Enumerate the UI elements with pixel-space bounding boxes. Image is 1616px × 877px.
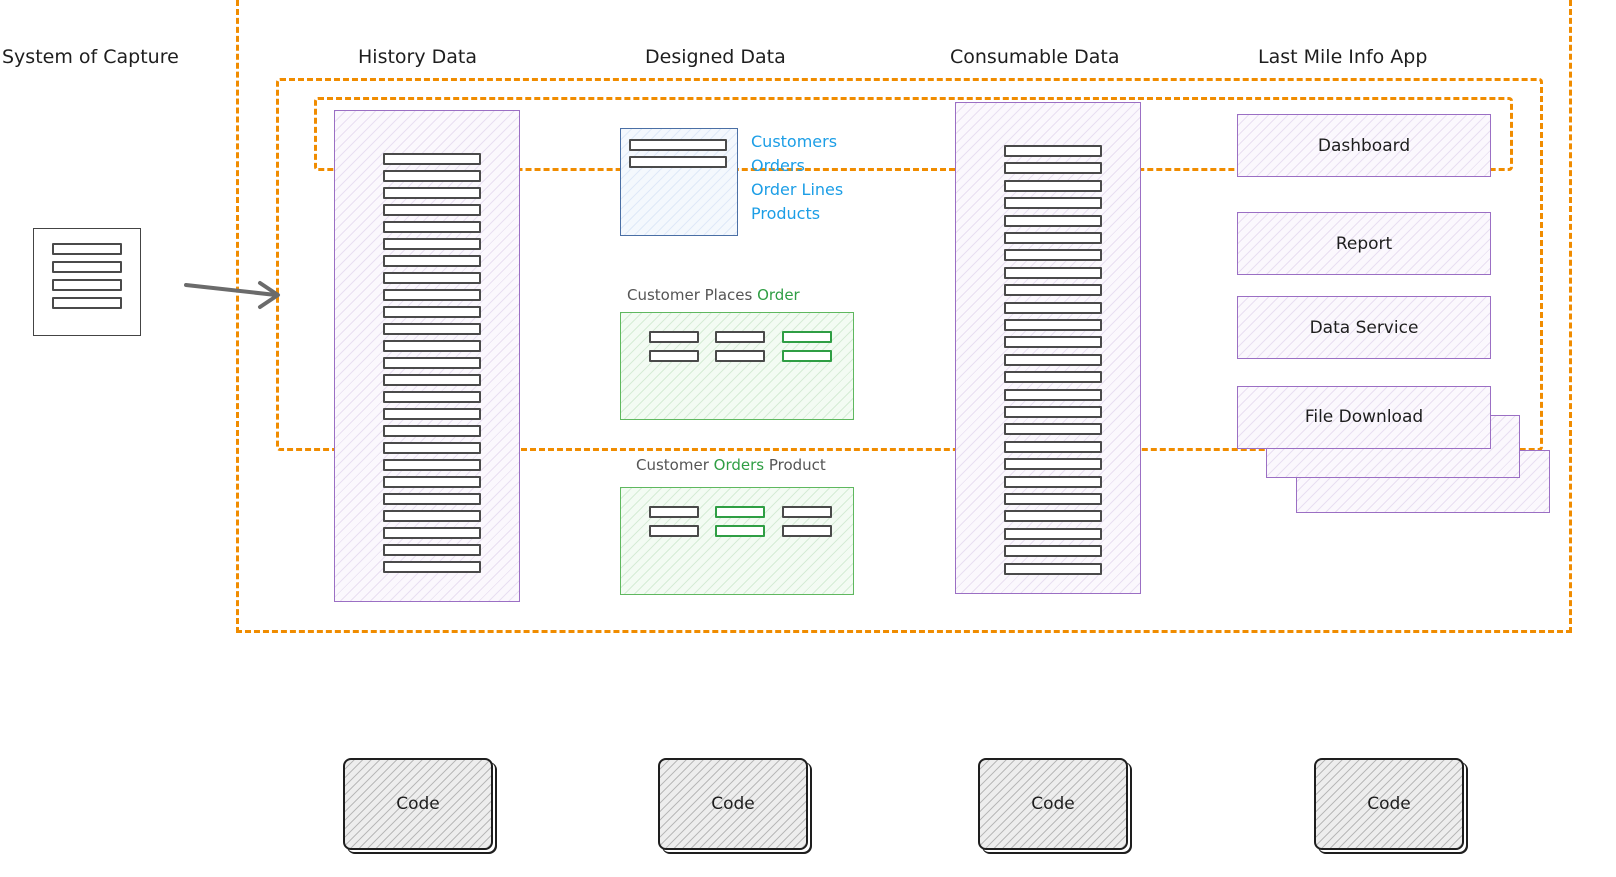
record-bar	[1004, 423, 1102, 436]
record-bar	[1004, 162, 1102, 175]
record-bar	[1004, 388, 1102, 401]
code-block-designed[interactable]: Code	[658, 758, 808, 850]
record-bar	[383, 476, 481, 488]
record-bar	[383, 255, 481, 267]
record-bar	[383, 238, 481, 250]
record-bar	[383, 408, 481, 420]
code-label: Code	[1367, 794, 1411, 814]
record-bar	[1004, 232, 1102, 244]
record-bar	[383, 357, 481, 369]
data-service-label: Data Service	[1309, 317, 1419, 338]
source-document-icon	[33, 228, 141, 336]
record-bar	[383, 493, 481, 505]
ingest-arrow-icon	[184, 281, 280, 309]
record-bar	[1004, 510, 1102, 523]
header-designed-data: Designed Data	[645, 46, 786, 68]
record-bar	[383, 510, 481, 522]
record-bar	[383, 561, 481, 573]
record-bar	[383, 306, 481, 318]
entity-table-icon	[620, 128, 738, 236]
record-bar	[1004, 336, 1102, 349]
header-history-data: History Data	[358, 46, 478, 68]
record-bar	[1004, 475, 1102, 488]
relation-customer-orders-product: Customer Orders Product	[636, 456, 826, 474]
record-bar	[383, 544, 481, 556]
code-label: Code	[1031, 794, 1075, 814]
consumable-data-store	[955, 102, 1141, 594]
record-bar	[383, 204, 481, 216]
report-label: Report	[1335, 233, 1393, 254]
file-download-label: File Download	[1304, 407, 1424, 427]
record-bar	[1004, 266, 1102, 279]
outer-boundary	[236, 0, 1572, 633]
record-bar	[383, 289, 481, 301]
entity-products: Products	[751, 204, 821, 223]
record-bar	[1004, 493, 1102, 505]
entity-order-lines: Order Lines	[751, 180, 844, 199]
record-bar	[1004, 562, 1102, 575]
middle-boundary	[276, 78, 1543, 451]
record-bar	[1004, 319, 1102, 331]
record-bar	[1004, 440, 1102, 453]
entity-customers: Customers	[751, 132, 838, 151]
record-bar	[1004, 301, 1102, 314]
record-bar	[1004, 406, 1102, 418]
dashboard-item[interactable]: Dashboard	[1237, 114, 1491, 177]
header-system-of-capture: System of Capture	[2, 46, 179, 68]
data-service-item[interactable]: Data Service	[1237, 296, 1491, 359]
header-last-mile-info-app: Last Mile Info App	[1258, 46, 1428, 68]
record-bar	[383, 187, 481, 199]
record-bar	[1004, 545, 1102, 558]
record-bar	[383, 374, 481, 386]
record-bar	[1004, 145, 1102, 157]
relation-customer-places-order: Customer Places Order	[627, 286, 800, 304]
code-block-consumable[interactable]: Code	[978, 758, 1128, 850]
entity-list: Customers Orders Order Lines Products	[751, 130, 843, 226]
record-bar	[383, 391, 481, 403]
code-block-history[interactable]: Code	[343, 758, 493, 850]
record-bar	[383, 170, 481, 182]
record-bar	[383, 459, 481, 471]
dashboard-label: Dashboard	[1317, 135, 1411, 156]
record-bar	[1004, 179, 1102, 192]
relation-table-orders-product	[620, 487, 854, 595]
record-bar	[1004, 249, 1102, 262]
record-bar	[1004, 197, 1102, 210]
record-bar	[383, 272, 481, 284]
history-data-store	[334, 110, 520, 602]
record-bar	[1004, 353, 1102, 366]
entity-orders: Orders	[751, 156, 805, 175]
record-bar	[1004, 214, 1102, 227]
record-bar	[383, 323, 481, 335]
record-bar	[383, 527, 481, 539]
record-bar	[383, 340, 481, 352]
record-bar	[383, 442, 481, 454]
code-block-app[interactable]: Code	[1314, 758, 1464, 850]
header-consumable-data: Consumable Data	[950, 46, 1120, 68]
code-label: Code	[711, 794, 755, 814]
relation-table-places-order	[620, 312, 854, 420]
report-item[interactable]: Report	[1237, 212, 1491, 275]
record-bar	[1004, 527, 1102, 540]
code-label: Code	[396, 794, 440, 814]
record-bar	[1004, 284, 1102, 297]
record-bar	[383, 221, 481, 233]
record-bar	[1004, 458, 1102, 471]
record-bar	[383, 425, 481, 437]
inner-boundary	[314, 97, 1513, 171]
file-download-item[interactable]: File Download	[1237, 386, 1491, 449]
record-bar	[1004, 371, 1102, 384]
record-bar	[383, 153, 481, 165]
